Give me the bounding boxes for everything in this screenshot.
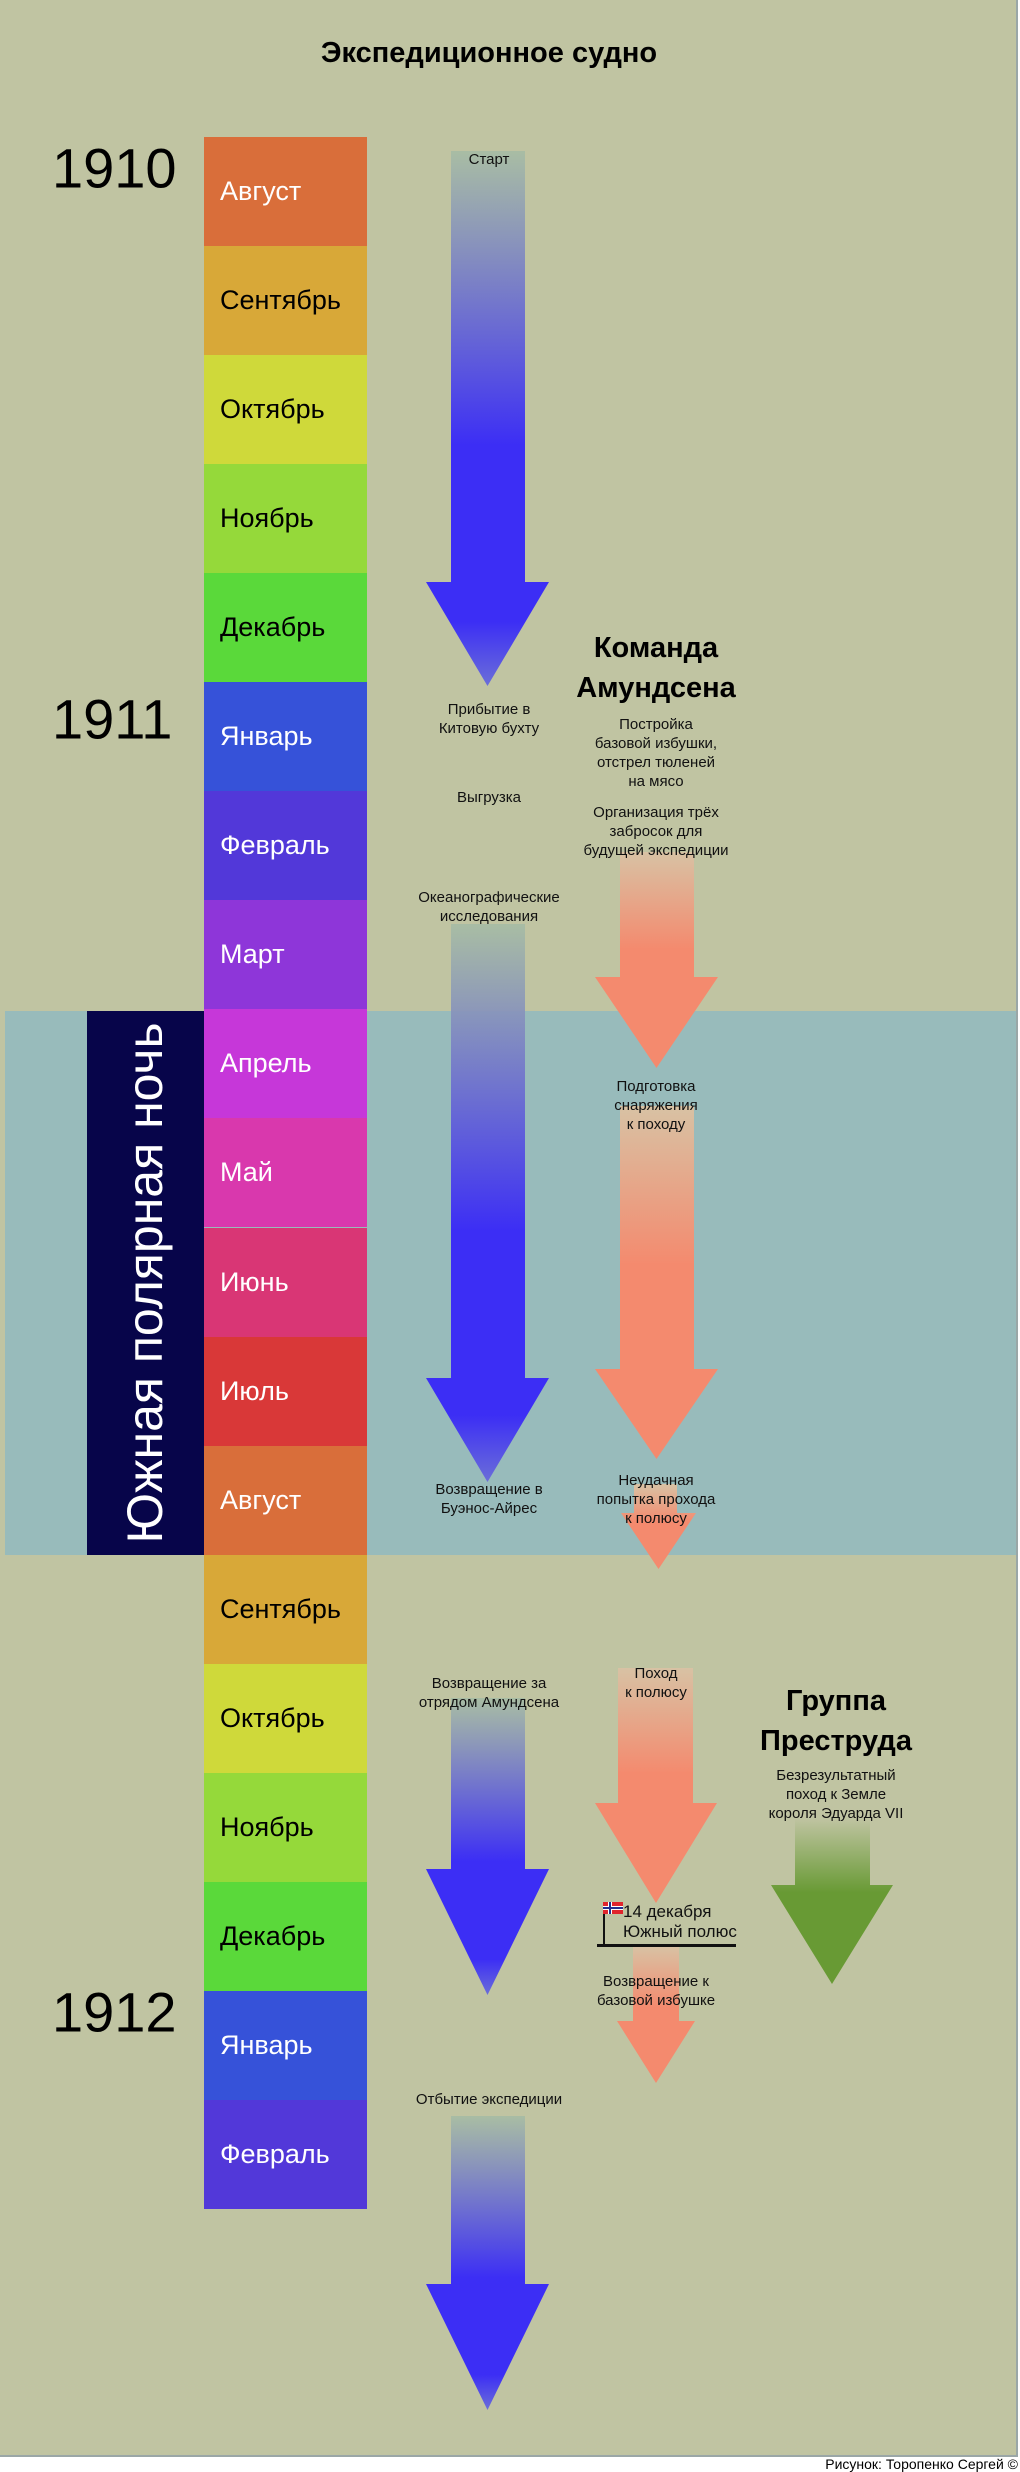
ship-title: Экспедиционное судно bbox=[320, 37, 658, 69]
month-cell: Июнь bbox=[204, 1227, 367, 1337]
event-note: Постройка базовой избушки, отстрел тюлен… bbox=[594, 716, 718, 790]
month-cell: Февраль bbox=[204, 2099, 367, 2209]
month-cell: Июль bbox=[204, 1336, 367, 1446]
ship-arrow-2 bbox=[426, 924, 549, 1482]
month-cell: Ноябрь bbox=[204, 1772, 367, 1882]
amundsen-arrow-2 bbox=[595, 1106, 718, 1459]
event-note: Прибытие в Китовую бухту bbox=[438, 701, 540, 737]
event-note: Выгрузка bbox=[456, 789, 522, 806]
ship-arrow-1 bbox=[426, 151, 549, 686]
month-cell: Сентябрь bbox=[204, 1554, 367, 1664]
event-note: Неудачная попытка прохода к полюсу bbox=[596, 1472, 716, 1527]
month-cell: Сентябрь bbox=[204, 246, 367, 356]
month-cell: Август bbox=[204, 1445, 367, 1555]
month-cell: Декабрь bbox=[204, 573, 367, 683]
south-pole-text: 14 декабря Южный полюс bbox=[623, 1902, 737, 1942]
event-note: Поход к полюсу bbox=[625, 1665, 687, 1701]
pole-date: 14 декабря bbox=[623, 1902, 712, 1921]
month-cell: Октябрь bbox=[204, 1663, 367, 1773]
south-pole-marker: 14 декабря Южный полюс bbox=[597, 1900, 737, 1947]
norway-flag-icon bbox=[603, 1902, 623, 1914]
copyright: Рисунок: Торопенко Сергей © bbox=[825, 2456, 1018, 2472]
event-note: Возвращение за отрядом Амундсена bbox=[418, 1675, 560, 1711]
month-cell: Август bbox=[204, 137, 367, 246]
event-note: Безрезультатный поход к Земле короля Эду… bbox=[768, 1767, 904, 1822]
amundsen-arrow-1 bbox=[595, 852, 718, 1068]
amundsen-arrow-3 bbox=[621, 1484, 696, 1569]
pole-label: Южный полюс bbox=[623, 1922, 737, 1941]
ship-arrow-4 bbox=[426, 2116, 549, 2410]
ship-arrow-3 bbox=[426, 1698, 549, 1995]
month-cell: Ноябрь bbox=[204, 464, 367, 574]
event-note: Старт bbox=[468, 151, 510, 168]
polar-night-box bbox=[87, 1011, 204, 1555]
year-label: 1910 bbox=[52, 136, 177, 200]
prestrud-title: Группа Преструда bbox=[760, 1685, 912, 1757]
amundsen-arrow-4 bbox=[595, 1668, 717, 1903]
event-note: Организация трёх забросок для будущей эк… bbox=[583, 804, 729, 859]
month-cell: Март bbox=[204, 900, 367, 1010]
month-cell: Февраль bbox=[204, 791, 367, 901]
event-note: Возвращение к базовой избушке bbox=[596, 1973, 716, 2009]
year-label: 1912 bbox=[52, 1980, 177, 2044]
month-cell: Май bbox=[204, 1118, 367, 1228]
prestrud-arrow bbox=[771, 1818, 893, 1984]
event-note: Океанографические исследования bbox=[418, 889, 560, 925]
month-cell: Апрель bbox=[204, 1009, 367, 1119]
event-note: Возвращение в Буэнос-Айрес bbox=[435, 1481, 543, 1517]
event-note: Подготовка снаряжения к походу bbox=[614, 1078, 698, 1133]
amundsen-title: Команда Амундсена bbox=[576, 632, 736, 704]
month-cell: Декабрь bbox=[204, 1881, 367, 1991]
year-label: 1911 bbox=[52, 687, 173, 751]
amundsen-arrow-5 bbox=[617, 1946, 695, 2083]
month-cell: Январь bbox=[204, 682, 367, 792]
event-note: Отбытие экспедиции bbox=[415, 2091, 563, 2108]
month-cell: Октябрь bbox=[204, 355, 367, 465]
month-cell: Январь bbox=[204, 1990, 367, 2100]
flag-pole bbox=[603, 1902, 605, 1944]
